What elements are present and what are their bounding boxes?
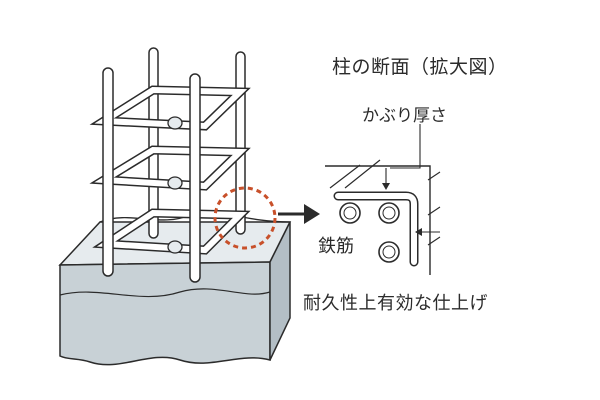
rebar-section-1 (339, 202, 361, 224)
rebar-label: 鉄筋 (318, 236, 354, 257)
vertical-rebars-front (102, 67, 201, 283)
rebar-section-3 (378, 241, 400, 263)
section-outline (325, 165, 431, 275)
cover-thickness-label: かぶり厚さ (362, 106, 447, 126)
rebar-vertical-front-right (189, 73, 201, 283)
pointer-arrow (278, 204, 320, 224)
cover-guide (329, 159, 381, 189)
rebar-vertical-back-right (235, 51, 246, 235)
concrete-base (58, 211, 292, 366)
rebar-cross-inner (343, 206, 396, 259)
rebar-section-2 (378, 202, 400, 224)
cover-leader (390, 124, 421, 169)
rebar-cross-sections (339, 202, 400, 263)
finish-layer (427, 171, 441, 246)
section-title: 柱の断面（拡大図） (332, 56, 508, 78)
concrete-front-face (59, 261, 271, 366)
cross-section-detail (325, 124, 441, 275)
concrete-front-wave (59, 288, 271, 298)
concrete-side-face (269, 221, 291, 361)
finish-label: 耐久性上有効な仕上げ (303, 293, 488, 314)
hoop-joints (167, 116, 183, 254)
highlight-circle (213, 186, 277, 250)
rebar-vertical-front-left (102, 67, 114, 277)
